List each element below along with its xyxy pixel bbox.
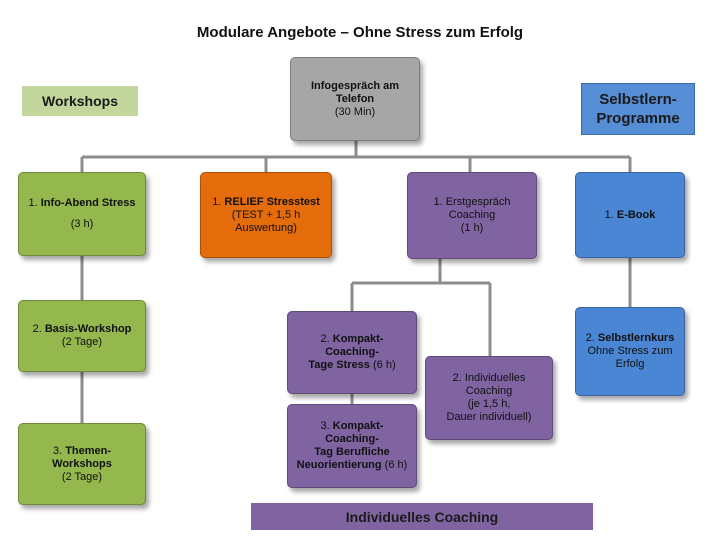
node-themen-workshops: 3. Themen- Workshops (2 Tage) bbox=[18, 423, 146, 505]
node-individuelles-coaching: 2. Individuelles Coaching (je 1,5 h, Dau… bbox=[425, 356, 553, 440]
individuelles-line4: Dauer individuell) bbox=[446, 411, 532, 423]
individuelles-line2: Coaching bbox=[465, 385, 513, 397]
workshops-label: Workshops bbox=[22, 86, 138, 116]
selbstlern-label-line1: Selbstlern- bbox=[599, 91, 677, 108]
node-relief-stresstest: 1. RELIEF Stresstest (TEST + 1,5 h Auswe… bbox=[200, 172, 332, 258]
node-kompakt-coaching-neuorientierung: 3. Kompakt-Coaching- Tag Berufliche Neuo… bbox=[287, 404, 417, 488]
infogespraech-line3: (30 Min) bbox=[334, 105, 376, 118]
kompakt-neuori-title: 3. Kompakt-Coaching- bbox=[320, 420, 384, 445]
themen-workshops-detail: (2 Tage) bbox=[61, 470, 103, 483]
kompakt-neuori-title3: Neuorientierung (6 h) bbox=[296, 459, 408, 471]
kompakt-stress-title: 2. Kompakt-Coaching- bbox=[320, 333, 384, 358]
infogespraech-line2: Telefon bbox=[335, 92, 375, 105]
page-title: Modulare Angebote – Ohne Stress zum Erfo… bbox=[196, 24, 524, 41]
selbstlernkurs-title: 2. Selbstlernkurs bbox=[585, 332, 675, 344]
themen-workshops-title: 3. Themen- bbox=[52, 444, 112, 457]
node-ebook: 1. E-Book bbox=[575, 172, 685, 258]
erstgespraech-line3: (1 h) bbox=[460, 222, 484, 234]
relief-title: 1. RELIEF Stresstest bbox=[212, 195, 320, 208]
basis-workshop-detail: (2 Tage) bbox=[61, 336, 103, 348]
info-abend-title: 1. Info-Abend Stress bbox=[28, 197, 136, 209]
erstgespraech-line1: 1. Erstgespräch bbox=[433, 196, 511, 208]
selbstlern-programme-label: Selbstlern- Programme bbox=[581, 83, 695, 135]
kompakt-neuori-title2: Tag Berufliche bbox=[314, 446, 390, 458]
node-basis-workshop: 2. Basis-Workshop (2 Tage) bbox=[18, 300, 146, 372]
individuelles-line1: 2. Individuelles bbox=[452, 372, 526, 384]
themen-workshops-title2: Workshops bbox=[52, 457, 112, 470]
selbstlernkurs-line3: Erfolg bbox=[615, 358, 645, 370]
node-info-abend: 1. Info-Abend Stress (3 h) bbox=[18, 172, 146, 256]
relief-detail1: (TEST + 1,5 h bbox=[231, 208, 301, 221]
individuelles-line3: (je 1,5 h, bbox=[467, 398, 511, 410]
relief-detail2: Auswertung) bbox=[235, 221, 297, 234]
node-selbstlernkurs: 2. Selbstlernkurs Ohne Stress zum Erfolg bbox=[575, 307, 685, 396]
kompakt-stress-title2: Tage Stress (6 h) bbox=[308, 359, 396, 371]
info-abend-detail: (3 h) bbox=[70, 218, 94, 230]
infogespraech-line1: Infogespräch am bbox=[310, 79, 400, 92]
basis-workshop-title: 2. Basis-Workshop bbox=[32, 323, 132, 335]
node-infogespraech: Infogespräch am Telefon (30 Min) bbox=[290, 57, 420, 141]
selbstlernkurs-line2: Ohne Stress zum bbox=[587, 345, 673, 357]
erstgespraech-line2: Coaching bbox=[448, 209, 496, 221]
ebook-title: 1. E-Book bbox=[604, 208, 656, 221]
node-kompakt-coaching-stress: 2. Kompakt-Coaching- Tage Stress (6 h) bbox=[287, 311, 417, 394]
workshops-label-text: Workshops bbox=[42, 93, 118, 109]
node-erstgespraech-coaching: 1. Erstgespräch Coaching (1 h) bbox=[407, 172, 537, 259]
selbstlern-label-line2: Programme bbox=[596, 110, 680, 127]
individuelles-coaching-label: Individuelles Coaching bbox=[251, 503, 593, 530]
individuelles-coaching-label-text: Individuelles Coaching bbox=[345, 508, 499, 525]
